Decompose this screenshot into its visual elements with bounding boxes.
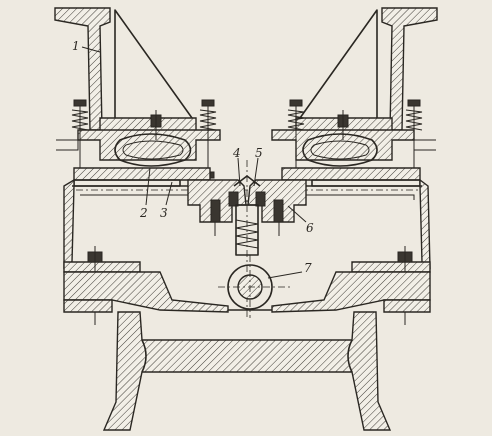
callout-3: 3 [160,206,168,220]
central-housing [187,160,307,320]
callout-5: 5 [255,146,263,160]
callout-4: 4 [232,146,241,160]
lower-crossbeam [63,271,431,313]
callout-7: 7 [304,261,312,275]
right-rubber-cushion [302,133,378,167]
callout-1: 1 [72,39,80,53]
left-rubber-cushion [114,133,192,167]
callout-2: 2 [139,206,148,220]
right-rail-bracket [271,7,438,161]
callout-6: 6 [306,221,314,235]
bottom-i-beam [102,311,392,431]
callouts: 1 2 3 4 5 6 7 [72,39,314,279]
left-rail-bracket [54,7,221,161]
shaft-eye [218,255,290,318]
